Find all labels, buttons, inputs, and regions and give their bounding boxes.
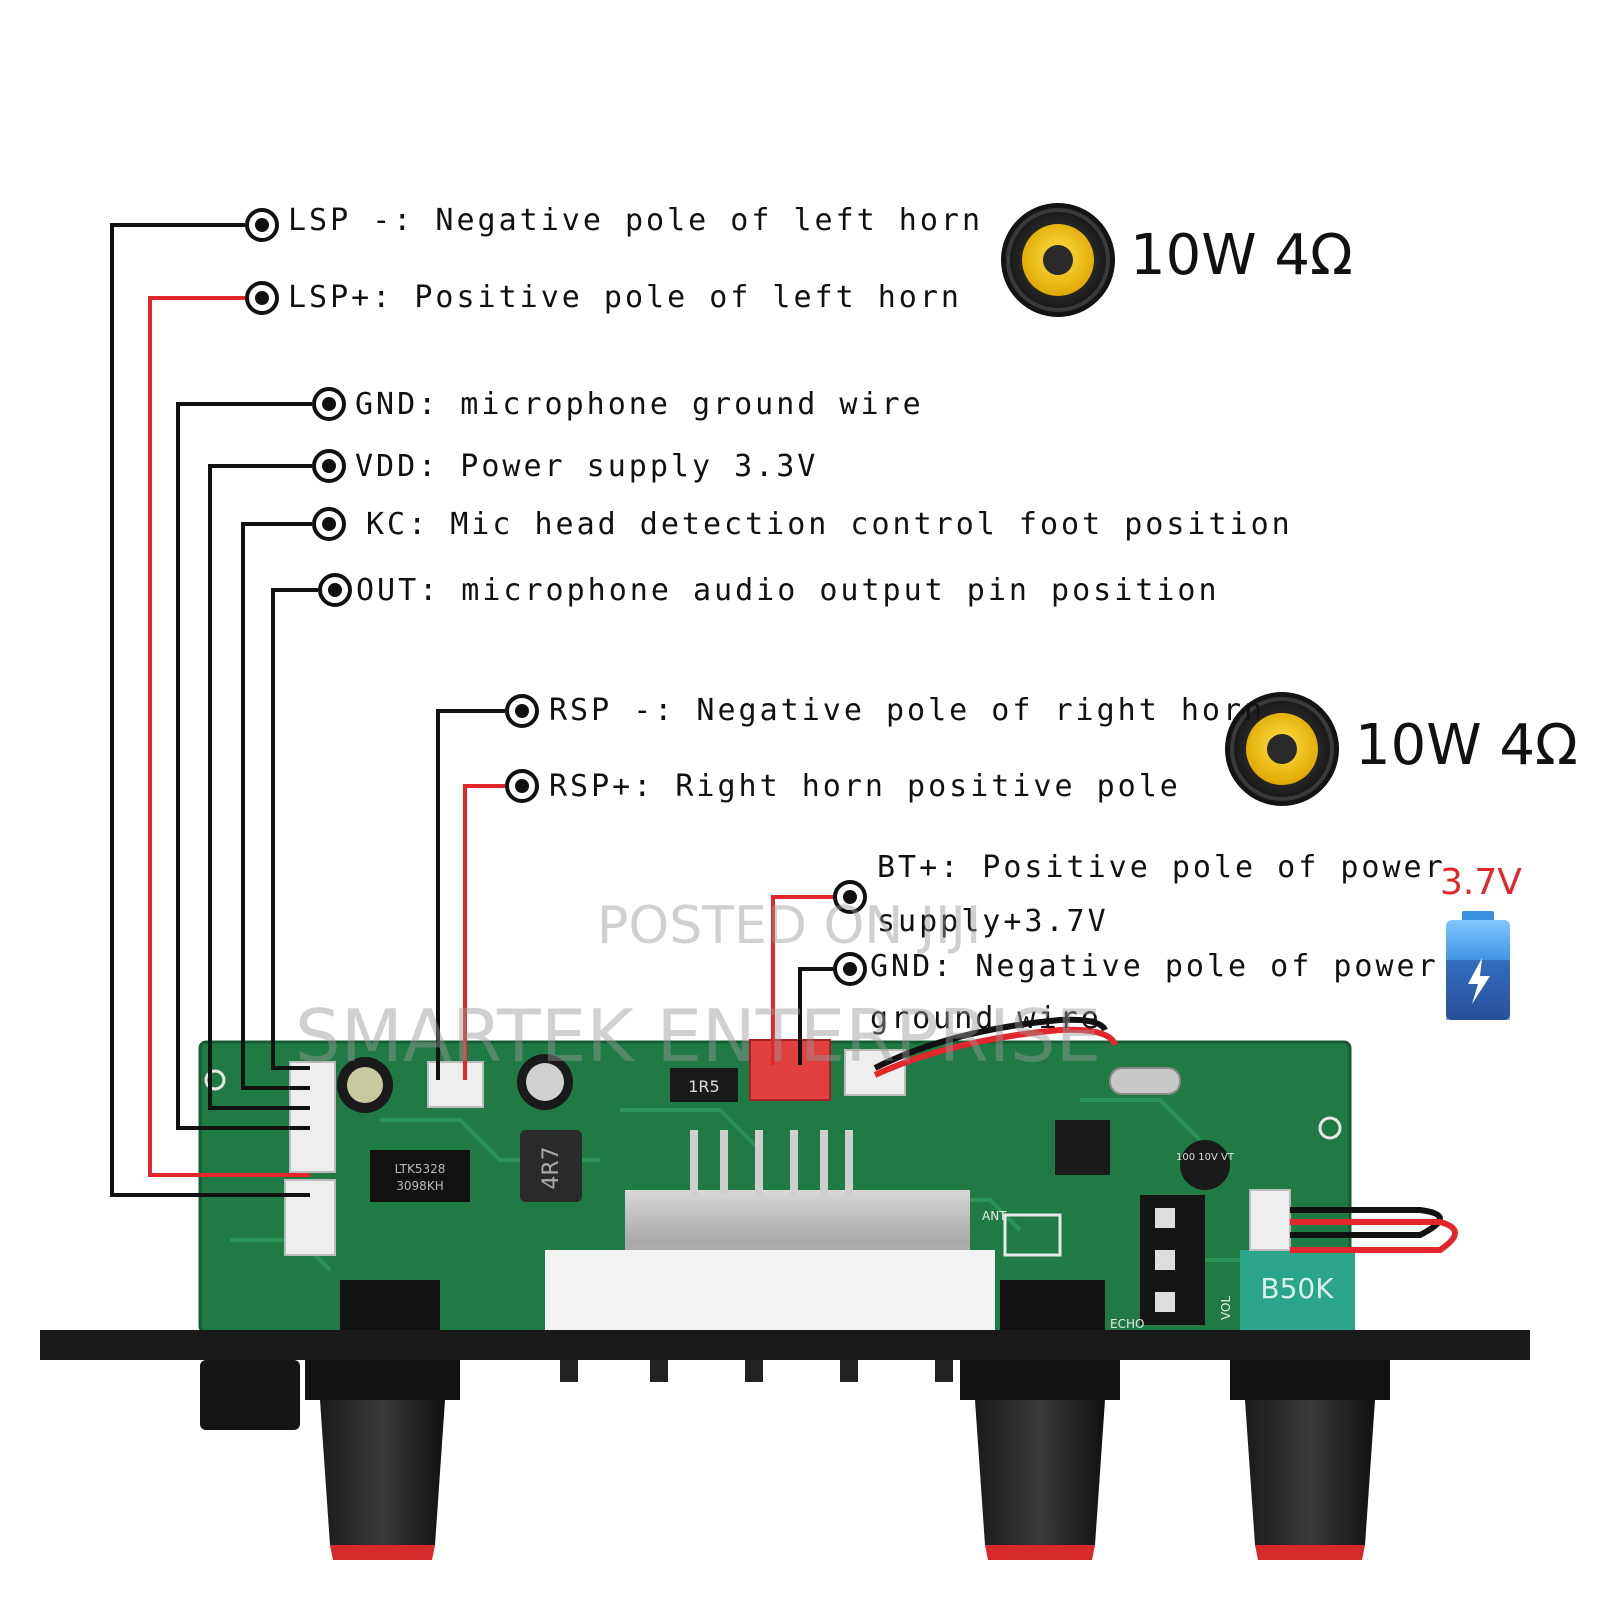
- pin-markers: [245, 208, 867, 986]
- knob-right: [1230, 1360, 1390, 1560]
- pin-marker-icon: [505, 694, 539, 728]
- watermark-line-1: POSTED ON JIJI: [597, 896, 982, 956]
- bluetooth-chip: [1055, 1120, 1110, 1175]
- echo-label: ECHO: [1110, 1317, 1144, 1331]
- speaker-icon: [1001, 203, 1115, 317]
- pot-label: B50K: [1260, 1272, 1334, 1305]
- pin-marker-icon: [318, 573, 352, 607]
- antenna-block: [1003, 1213, 1062, 1257]
- pin-marker-icon: [245, 281, 279, 315]
- pin-marker-icon: [312, 507, 346, 541]
- knob-middle: [960, 1360, 1120, 1560]
- label-rsp-positive: RSP+: Right horn positive pole: [549, 769, 1181, 804]
- ic-label: LTK5328: [395, 1162, 446, 1176]
- volume-potentiometer: [1240, 1250, 1355, 1335]
- label-out: OUT: microphone audio output pin positio…: [356, 573, 1220, 608]
- watermark-line-2: SMARTEK ENTERPRISE: [295, 994, 1102, 1078]
- ant-label: ANT: [982, 1209, 1007, 1223]
- pin-marker-icon: [833, 952, 867, 986]
- battery-icon: [1446, 911, 1510, 1020]
- resistor-label: 1R5: [688, 1077, 719, 1096]
- label-gnd-power-1: GND: Negative pole of power: [870, 949, 1439, 984]
- inductor: [520, 1130, 582, 1202]
- inductor-label: 4R7: [539, 1146, 564, 1189]
- pin-marker-icon: [505, 769, 539, 803]
- capacitor-3: [1180, 1140, 1230, 1190]
- switch-left: [340, 1280, 440, 1335]
- front-panel: [40, 1330, 1530, 1360]
- connector-pot: [1249, 1189, 1291, 1251]
- knob-left: [305, 1360, 460, 1560]
- label-lsp-positive: LSP+: Positive pole of left horn: [288, 280, 962, 315]
- label-bt-positive-1: BT+: Positive pole of power: [877, 850, 1446, 885]
- amplifier-ic: [370, 1150, 470, 1202]
- mic-jack: [200, 1360, 300, 1430]
- leader-wires: [110, 223, 835, 1197]
- pin-marker-icon: [312, 449, 346, 483]
- vol-label: VOL: [1219, 1296, 1233, 1320]
- label-gnd-power-2: ground wire: [870, 1001, 1102, 1036]
- switch-right: [1000, 1280, 1105, 1335]
- connector-mic: [289, 1061, 336, 1173]
- amplifier-board: 100 10V VT 1R5 LTK5328 3098KH 4R7: [40, 1016, 1530, 1560]
- label-lsp-negative: LSP -: Negative pole of left horn: [288, 203, 984, 238]
- label-kc: KC: Mic head detection control foot posi…: [366, 507, 1293, 542]
- power-connector: [749, 1039, 831, 1101]
- label-rsp-negative: RSP -: Negative pole of right horn: [549, 693, 1266, 728]
- connector-left-speaker: [284, 1179, 336, 1256]
- crystal: [1109, 1067, 1181, 1095]
- label-bt-positive-2: supply+3.7V: [877, 904, 1109, 939]
- label-gnd-mic: GND: microphone ground wire: [355, 387, 924, 422]
- ic-code: 3098KH: [396, 1179, 443, 1193]
- pcb: [200, 1042, 1350, 1332]
- battery-voltage: 3.7V: [1440, 862, 1522, 903]
- right-speaker-rating: 10W 4Ω: [1355, 713, 1578, 778]
- left-speaker-rating: 10W 4Ω: [1130, 223, 1353, 288]
- resistor: [670, 1068, 738, 1102]
- capacitor-label: 100 10V VT: [1176, 1152, 1235, 1163]
- pin-marker-icon: [833, 880, 867, 914]
- label-vdd: VDD: Power supply 3.3V: [355, 449, 819, 484]
- speaker-icon: [1225, 692, 1339, 806]
- pin-marker-icon: [312, 387, 346, 421]
- pin-marker-icon: [245, 208, 279, 242]
